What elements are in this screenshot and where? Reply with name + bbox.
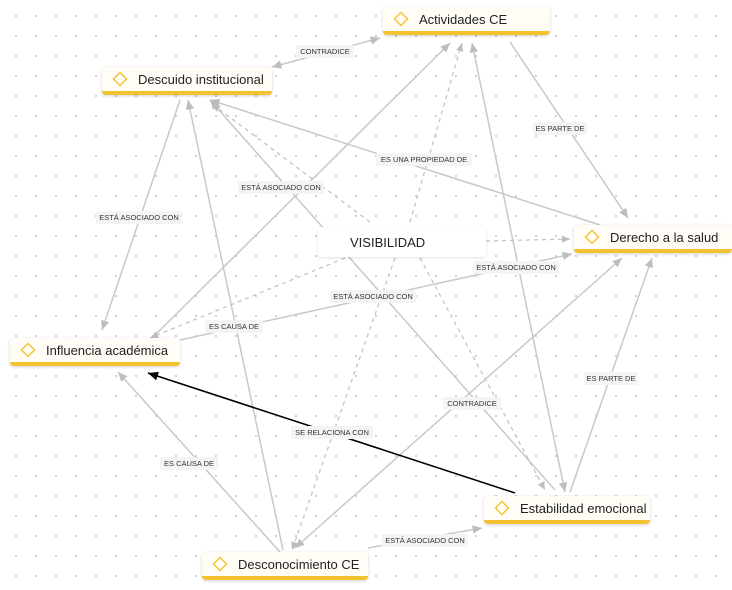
node-label: Descuido institucional xyxy=(138,71,264,87)
diamond-icon xyxy=(584,229,600,245)
edge-visibilidad-actividades[interactable] xyxy=(409,42,464,223)
edge-label-esta-asociado-con-bottom: ESTÁ ASOCIADO CON xyxy=(385,536,465,545)
edge-visibilidad-influencia[interactable] xyxy=(149,257,346,339)
node-descuido-institucional[interactable]: Descuido institucional xyxy=(102,67,272,95)
edge-visibilidad-derecho[interactable] xyxy=(485,235,571,243)
edge-label-es-causa-de-top: ES CAUSA DE xyxy=(209,322,259,331)
edge-label-esta-asociado-con-right: ESTÁ ASOCIADO CON xyxy=(476,263,556,272)
edge-label-contradice-top: CONTRADICE xyxy=(300,47,350,56)
edge-label-contradice-bottom: CONTRADICE xyxy=(447,399,497,408)
node-label: Derecho a la salud xyxy=(610,229,719,245)
edge-label-esta-asociado-con-mid: ESTÁ ASOCIADO CON xyxy=(333,292,413,301)
node-label: Desconocimiento CE xyxy=(238,556,360,572)
node-label: Influencia académica xyxy=(46,342,169,358)
node-influencia-academica[interactable]: Influencia académica xyxy=(10,338,180,366)
diamond-icon xyxy=(494,500,510,516)
edge-label-es-parte-de-right: ES PARTE DE xyxy=(587,374,636,383)
diamond-icon xyxy=(20,342,36,358)
node-label: VISIBILIDAD xyxy=(350,234,426,250)
edge-label-esta-asociado-con-left: ESTÁ ASOCIADO CON xyxy=(99,213,179,222)
node-estabilidad-emocional[interactable]: Estabilidad emocional xyxy=(484,496,650,524)
edge-label-esta-asociado-con-center: ESTÁ ASOCIADO CON xyxy=(241,183,321,192)
node-label: Estabilidad emocional xyxy=(520,500,647,516)
diamond-icon xyxy=(112,71,128,87)
node-actividades-ce[interactable]: Actividades CE xyxy=(383,7,550,35)
node-visibilidad[interactable]: VISIBILIDAD xyxy=(318,227,486,257)
edge-visibilidad-estabilidad[interactable] xyxy=(419,257,546,491)
edge-label-es-una-propiedad-de: ES UNA PROPIEDAD DE xyxy=(381,155,467,164)
node-label: Actividades CE xyxy=(419,11,508,27)
diamond-icon xyxy=(212,556,228,572)
edge-visibilidad-descuido[interactable] xyxy=(211,103,371,223)
edge-label-es-parte-de-top: ES PARTE DE xyxy=(536,124,585,133)
node-desconocimiento-ce[interactable]: Desconocimiento CE xyxy=(202,552,368,580)
edge-label-es-causa-de-bottom: ES CAUSA DE xyxy=(164,459,214,468)
diamond-icon xyxy=(393,11,409,27)
node-derecho-a-la-salud[interactable]: Derecho a la salud xyxy=(574,225,732,253)
edge-visibilidad-desconocimiento[interactable] xyxy=(291,257,396,551)
edge-label-se-relaciona-con: SE RELACIONA CON xyxy=(295,428,369,437)
